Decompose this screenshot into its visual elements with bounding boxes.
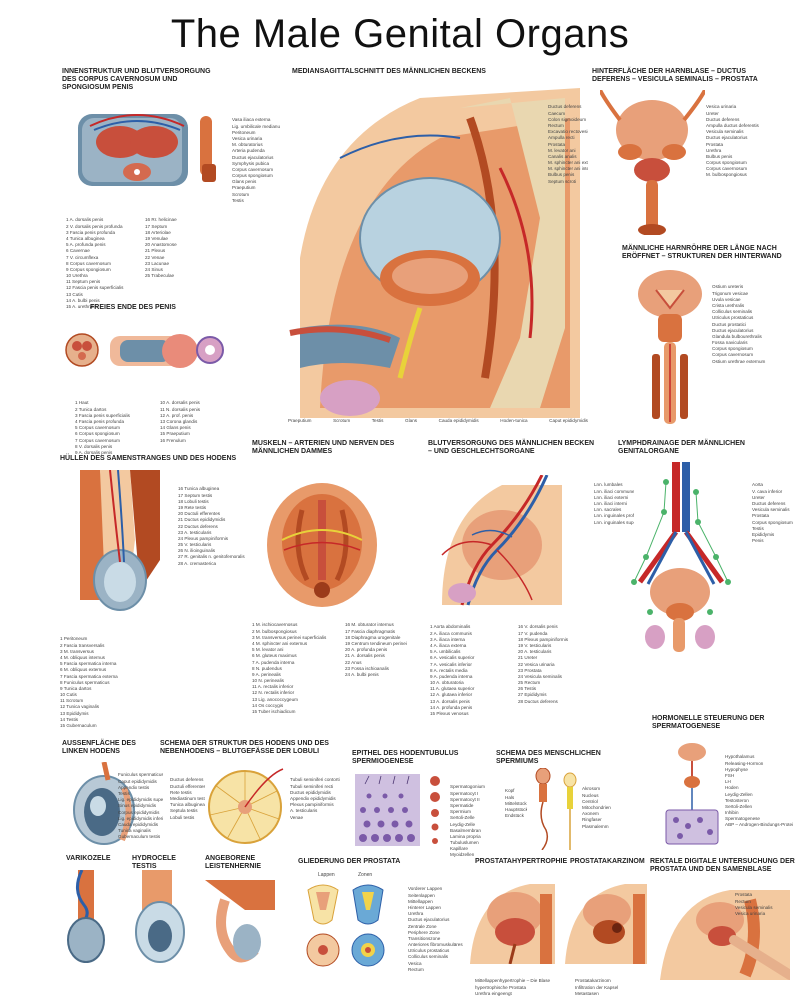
caption-karzinom: PROSTATAKARZINOM xyxy=(570,858,645,865)
caption-hypertrophie: PROSTATAHYPERTROPHIE xyxy=(475,858,568,865)
illustration-spermatic-cord-layers xyxy=(80,470,160,611)
illustration-hormonal-control xyxy=(665,743,719,845)
illustration-prostate-carcinoma xyxy=(565,884,647,964)
gliederung-top-label-zonen: Zonen xyxy=(358,872,373,878)
illustration-hydrocele xyxy=(135,870,185,963)
illustration-varicocele xyxy=(67,870,105,963)
caption-epithel: EPITHEL DES HODENTUBULUS SPERMIOGENESE xyxy=(352,750,459,765)
caption-blutversorgung: BLUTVERSORGUNG DES MÄNNLICHEN BECKEN – U… xyxy=(428,440,595,455)
illustration-urethra-opened xyxy=(638,270,702,424)
caption-freies-ende: FREIES ENDE DES PENIS xyxy=(90,304,176,311)
illustration-penis-cross-section xyxy=(78,114,216,186)
caption-rektal: REKTALE DIGITALE UNTERSUCHUNG DER PROSTA… xyxy=(650,858,795,873)
illustration-sperm-detail xyxy=(563,772,577,850)
illustration-lymph-drainage xyxy=(631,462,731,652)
illustration-perineum-muscles xyxy=(267,483,377,607)
illustration-spermatogenesis-stages xyxy=(430,776,440,844)
gliederung-top-label-lappen: Lappen xyxy=(318,872,335,878)
caption-innenstruktur: INNENSTRUKTUR UND BLUTVERSORGUNG DES COR… xyxy=(62,68,211,91)
poster-title: The Male Genital Organs xyxy=(170,12,630,56)
illustration-median-sagittal-pelvis xyxy=(289,88,580,418)
illustration-pelvic-blood-supply xyxy=(441,475,562,606)
illustration-testis-lobuli-schema xyxy=(208,768,284,844)
caption-lymph: LYMPHDRAINAGE DER MÄNNLICHEN GENITALORGA… xyxy=(618,440,745,455)
illustration-inguinal-hernia xyxy=(205,880,275,963)
caption-hinterflaeche: HINTERFLÄCHE DER HARNBLASE – DUCTUS DEFE… xyxy=(592,68,758,83)
illustration-sperm-schema xyxy=(535,768,551,850)
illustration-prostate-hypertrophy xyxy=(470,884,555,964)
caption-aussenflaeche: AUSSENFLÄCHE DES LINKEN HODENS xyxy=(62,740,136,755)
illustration-bladder-posterior xyxy=(600,90,705,235)
illustration-tubule-epithelium xyxy=(355,774,420,846)
caption-gliederung: GLIEDERUNG DER PROSTATA xyxy=(298,858,401,865)
caption-varikozele: VARIKOZELE xyxy=(66,855,111,862)
caption-schema-hoden: SCHEMA DER STRUKTUR DES HODENS UND DES N… xyxy=(160,740,329,755)
caption-hydrocele: HYDROCELE TESTIS xyxy=(132,855,176,870)
illustration-testis-exterior xyxy=(73,762,135,845)
illustration-glans-penis xyxy=(65,333,224,368)
caption-spermium: SCHEMA DES MENSCHLICHEN SPERMIUMS xyxy=(496,750,601,765)
caption-medianschnitt: MEDIANSAGITTALSCHNITT DES MÄNNLICHEN BEC… xyxy=(292,68,486,75)
caption-huellen: HÜLLEN DES SAMENSTRANGES UND DES HODENS xyxy=(60,455,237,462)
caption-hormonell: HORMONELLE STEUERUNG DER SPERMATOGENESE xyxy=(652,715,765,730)
caption-harnroehre: MÄNNLICHE HARNRÖHRE DER LÄNGE NACH ERÖFF… xyxy=(622,245,782,260)
illustration-digital-rectal-exam xyxy=(660,890,790,980)
caption-leistenhernie: ANGEBORENE LEISTENHERNIE xyxy=(205,855,262,870)
illustration-prostate-lobes-zones xyxy=(306,884,385,967)
caption-muskeln: MUSKELN – ARTERIEN UND NERVEN DES MÄNNLI… xyxy=(252,440,395,455)
